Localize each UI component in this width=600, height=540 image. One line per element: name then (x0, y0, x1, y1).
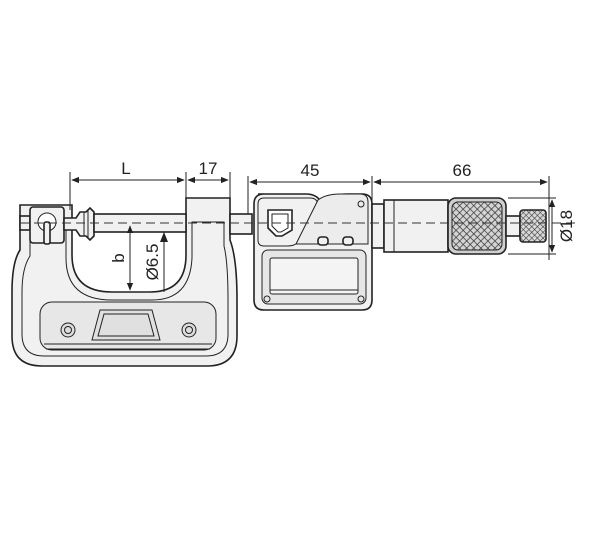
dim-label-45: 45 (301, 161, 320, 180)
dim-label-66: 66 (453, 161, 472, 180)
thimble-assembly (371, 197, 547, 255)
dimensions: L 17 45 66 Ø18 b Ø6.5 (69, 159, 576, 292)
anvil-lock-pin (43, 221, 51, 245)
display-screw-right (357, 295, 365, 303)
frame-rivet-right (181, 322, 197, 338)
frame-rivet-right-inner (185, 326, 193, 334)
barrel-neck (229, 213, 253, 235)
frame-rivet-left-inner (64, 326, 72, 334)
ratchet-neck (505, 215, 521, 237)
frame-rivet-left (60, 322, 76, 338)
display-button-left[interactable] (317, 236, 329, 246)
dim-label-dia18: Ø18 (557, 210, 576, 242)
sleeve (371, 203, 385, 249)
dim-label-dia65: Ø6.5 (143, 244, 162, 281)
anvil-assembly (19, 206, 187, 245)
frame-label-window-inner (97, 313, 155, 337)
clamp-lever-inner (271, 213, 289, 233)
frame (11, 197, 238, 367)
dim-arrow-dia65 (160, 232, 168, 242)
display-screw-top (357, 200, 365, 208)
dim-label-17: 17 (199, 159, 218, 178)
frame-label-window (91, 309, 161, 341)
display-unit (253, 193, 373, 311)
display-diagonal-face (295, 193, 369, 245)
lcd-screen (269, 257, 359, 295)
ratchet-knob (519, 209, 547, 243)
dim-label-L: L (121, 159, 130, 178)
thread-anvil-tip (63, 206, 95, 242)
display-screw-left (263, 295, 271, 303)
dim-label-b: b (109, 253, 128, 262)
display-button-right[interactable] (342, 236, 354, 246)
knurl-pattern (451, 201, 503, 251)
